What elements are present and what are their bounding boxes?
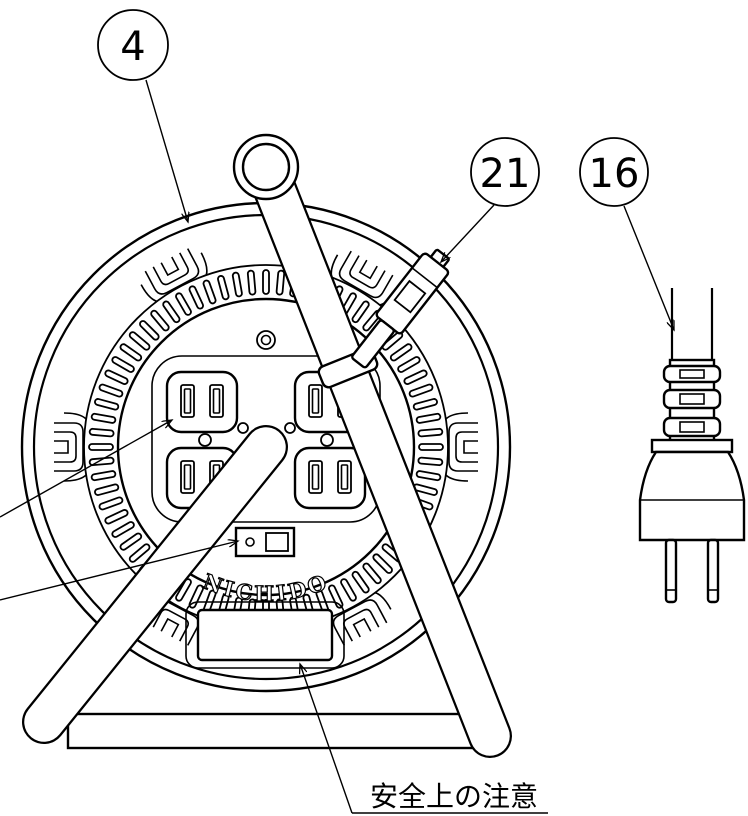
callout-16-number: 16 <box>589 151 640 197</box>
reel-slot <box>188 584 204 609</box>
reel-slot <box>150 309 170 332</box>
reel-slot <box>104 369 129 385</box>
reel-slot <box>417 427 444 438</box>
reel-slot <box>202 279 217 305</box>
label-plate-border <box>185 601 345 669</box>
switch-lever <box>265 532 289 552</box>
reel-slot <box>94 483 120 496</box>
reel-slot <box>262 269 270 295</box>
reel-slot <box>90 470 117 482</box>
screw-top <box>256 330 276 350</box>
pin-right <box>284 422 296 434</box>
switch-leader <box>0 541 238 601</box>
reel-slot <box>175 578 192 602</box>
reel-slot <box>104 509 129 525</box>
reel-slot <box>415 470 442 482</box>
safety-notice-text: 安全上の注意 <box>370 780 538 813</box>
plug-rib-2 <box>662 388 722 410</box>
plug-rib-1 <box>662 364 722 384</box>
reel-slot <box>175 292 192 316</box>
reel-slot <box>417 456 444 467</box>
plug-rib-3 <box>662 416 722 438</box>
reel-slot <box>328 584 344 609</box>
plug-holder-window <box>393 279 427 314</box>
outlet-bottom-right <box>293 446 367 510</box>
stand-frame <box>22 133 512 758</box>
outlet-leader <box>0 420 172 518</box>
reel-slot <box>351 300 370 324</box>
reel-slot <box>372 553 393 574</box>
reel-slot <box>94 398 120 411</box>
screw-right <box>320 433 334 447</box>
callout-21-number: 21 <box>480 151 531 197</box>
callout-4-circle <box>97 9 169 81</box>
plug-prong-left <box>664 538 678 604</box>
reel-slot <box>88 427 115 438</box>
callout-4: 4 <box>97 9 188 222</box>
pin-left <box>237 422 249 434</box>
reel-slot <box>275 269 286 296</box>
frame-left-leg <box>24 427 286 742</box>
reel-slot <box>418 443 444 451</box>
reel-slot <box>188 285 204 310</box>
reel-slot <box>162 300 181 324</box>
reel-slot <box>90 412 117 424</box>
reel-slot <box>139 320 160 341</box>
power-plug <box>638 288 746 604</box>
reel-slot <box>119 532 143 551</box>
callout-21: 21 <box>441 137 540 262</box>
callout-16: 16 <box>579 137 674 330</box>
label-plate <box>196 608 334 662</box>
reel-slot <box>408 383 434 398</box>
outlet-top-left <box>165 370 239 434</box>
plug-body <box>638 450 746 542</box>
screw-top-inner <box>260 334 272 346</box>
reel-slot <box>98 496 124 511</box>
reel-slot <box>88 443 114 451</box>
reel-slot <box>389 343 413 362</box>
reel-slot <box>403 369 428 385</box>
reel-slot <box>98 383 124 398</box>
reel-slot <box>111 356 135 373</box>
screw-left <box>198 433 212 447</box>
reel-slot <box>128 543 151 563</box>
callout-21-leader <box>441 204 495 262</box>
reel-slot <box>231 271 243 298</box>
reel-slot <box>397 356 421 373</box>
reel-slot <box>415 412 442 424</box>
reel-slot <box>119 343 143 362</box>
reel-slot <box>246 269 257 296</box>
plug-holder-neck <box>351 319 395 369</box>
reel-slot <box>340 578 357 602</box>
callout-4-number: 4 <box>120 24 145 70</box>
plug-holder <box>351 248 450 369</box>
reel-slot <box>351 570 370 594</box>
callout-4-leader <box>145 79 188 222</box>
callout-21-circle <box>470 137 540 207</box>
frame-base-bar <box>66 712 480 750</box>
callout-16-leader <box>623 205 674 330</box>
carry-handle-ring-inner <box>241 142 291 192</box>
reel-slot <box>128 331 151 351</box>
reel-slot <box>111 521 135 538</box>
reel-slot <box>362 562 382 585</box>
plug-prong-right <box>706 538 720 604</box>
plug-collar <box>650 438 734 454</box>
breaker-switch <box>234 526 296 558</box>
switch-indicator <box>245 537 255 547</box>
safety-notice-leader <box>300 664 353 814</box>
frame-right-leg <box>246 147 510 756</box>
callout-16-circle <box>579 137 649 207</box>
safety-notice-callout: 安全上の注意 <box>300 664 548 814</box>
reel-slot <box>412 398 438 411</box>
reel-slot <box>217 275 230 301</box>
